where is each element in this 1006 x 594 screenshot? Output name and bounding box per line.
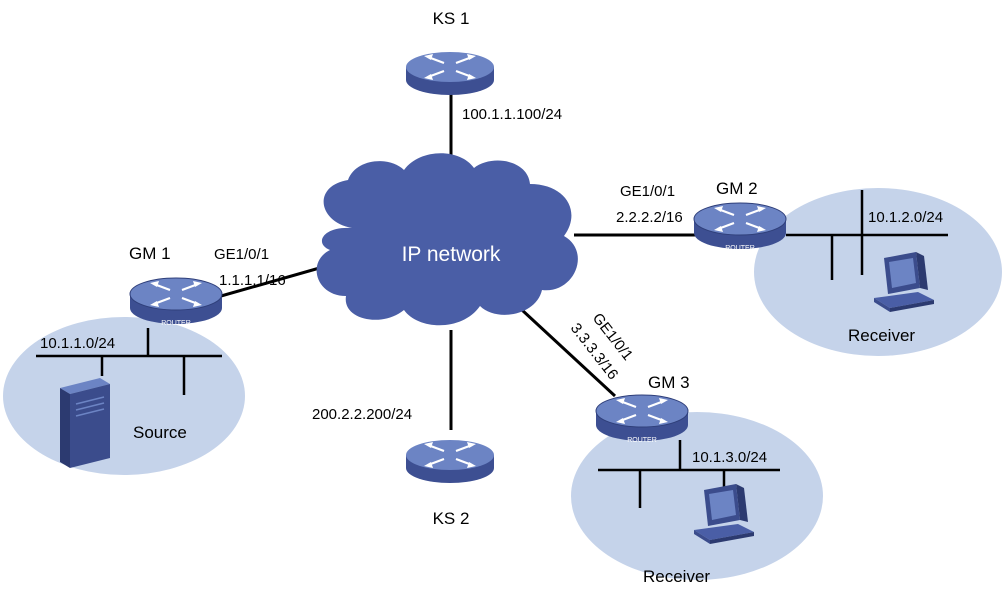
ks2-name: KS 2	[433, 509, 470, 528]
ks2-ip: 200.2.2.200/24	[312, 406, 412, 423]
ks2-router	[404, 438, 496, 485]
cloud-label: IP network	[402, 243, 501, 266]
source-server-icon	[60, 378, 110, 468]
gm1-name: GM 1	[129, 244, 171, 263]
gm3-lan: 10.1.3.0/24	[692, 449, 767, 466]
gm2-ip: 2.2.2.2/16	[616, 209, 683, 226]
gm3-name: GM 3	[648, 373, 690, 392]
link-gm3	[520, 308, 617, 398]
ks1-router	[404, 50, 496, 97]
gm1-ip: 1.1.1.1/16	[219, 272, 286, 289]
gm2-name: GM 2	[716, 179, 758, 198]
gm1-lan: 10.1.1.0/24	[40, 335, 115, 352]
gm2-router: ROUTER	[692, 201, 788, 252]
ip-network-cloud: IP network	[316, 153, 578, 326]
gm2-iface: GE1/0/1	[620, 183, 675, 200]
gm3-router-text: ROUTER	[627, 437, 657, 444]
gm2-lan: 10.1.2.0/24	[868, 209, 943, 226]
gm1-iface: GE1/0/1	[214, 246, 269, 263]
lan-gm2-area	[754, 188, 1002, 356]
gm1-host-label: Source	[133, 423, 187, 442]
gm3-router: ROUTER	[594, 393, 690, 444]
gm2-router-text: ROUTER	[725, 245, 755, 252]
ks1-ip: 100.1.1.100/24	[462, 106, 562, 123]
gm1-router: ROUTER	[128, 276, 224, 327]
gm3-host-label: Receiver	[643, 567, 710, 586]
gm2-host-label: Receiver	[848, 326, 915, 345]
lan-gm3-area	[571, 412, 823, 580]
ks1-name: KS 1	[433, 9, 470, 28]
gm1-router-text: ROUTER	[161, 320, 191, 327]
